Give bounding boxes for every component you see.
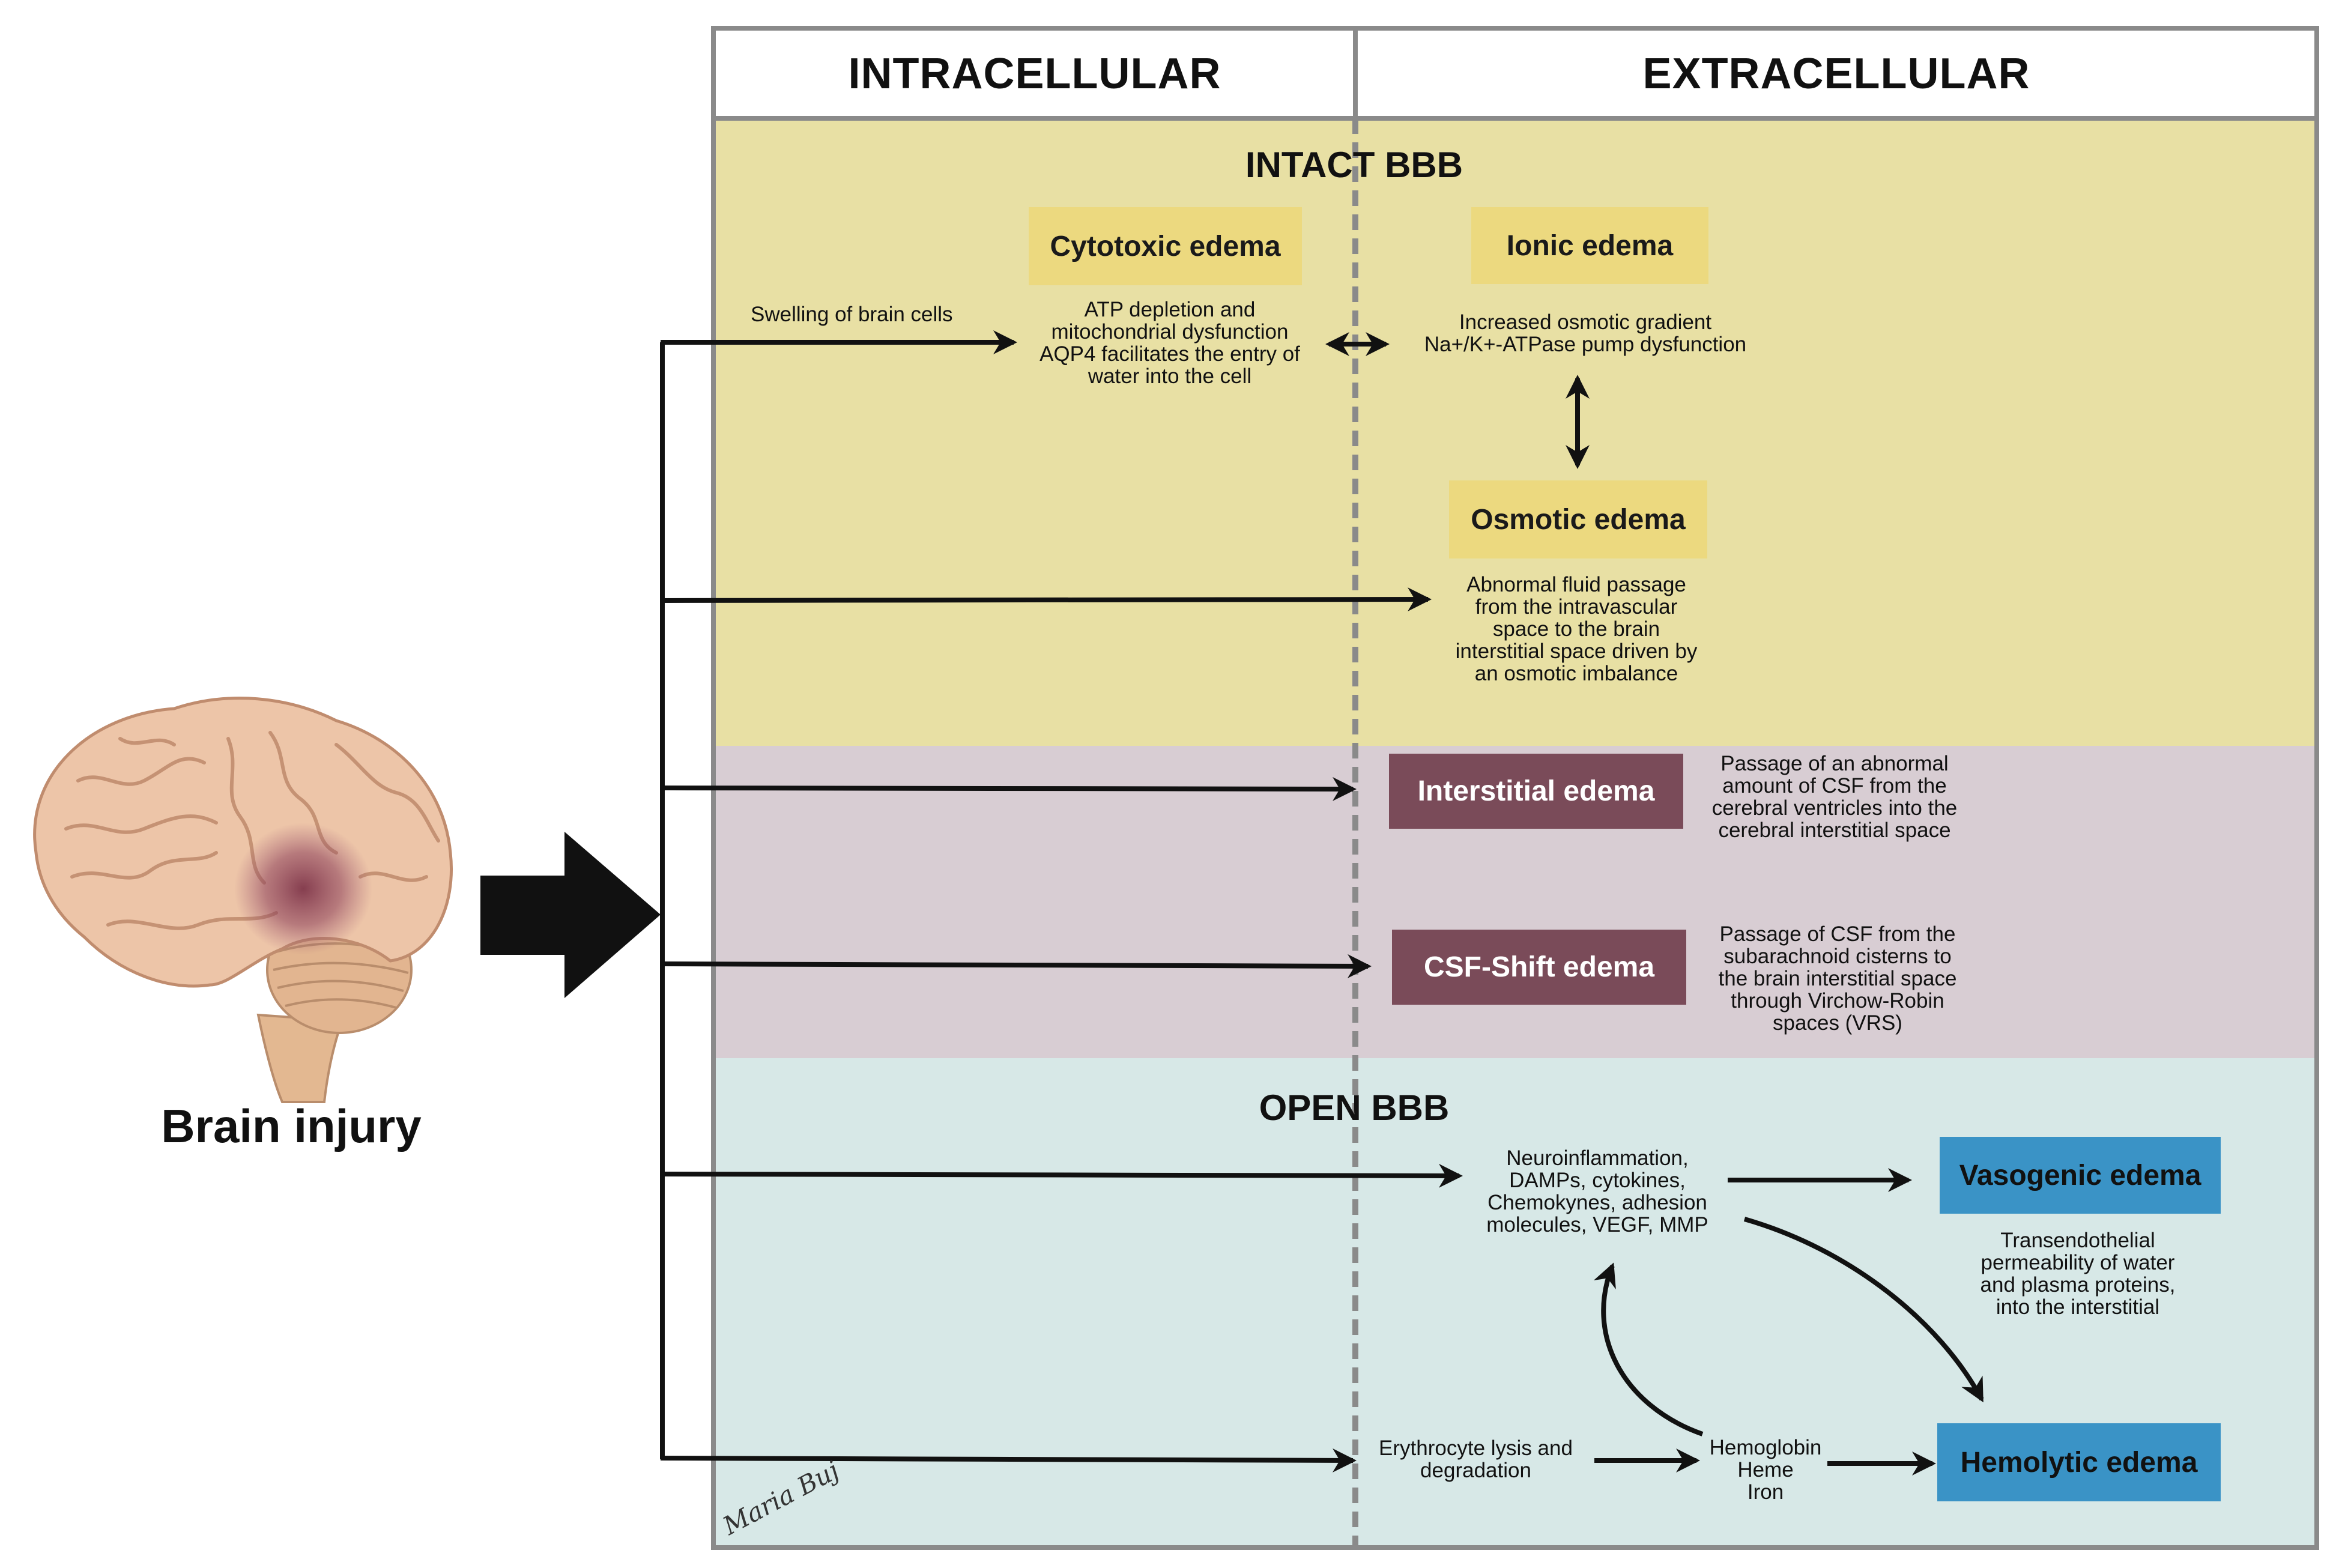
interstitial-line: cerebral interstitial space [1718, 819, 1951, 842]
osmotic-edema-box: Osmotic edema [1449, 480, 1707, 558]
csf-shift-edema-box: CSF-Shift edema [1392, 930, 1686, 1005]
hemoglobin-text: Hemoglobin Heme Iron [1696, 1436, 1835, 1503]
interstitial-line: Passage of an abnormal [1720, 752, 1949, 775]
interstitial-line: cerebral ventricles into the [1711, 796, 1958, 820]
cytotoxic-lead-text: Swelling of brain cells [751, 303, 953, 326]
hemoglobin-line: Hemoglobin [1709, 1436, 1822, 1459]
vasogenic-line: Transendothelial [2000, 1229, 2155, 1252]
hemoglobin-line: Iron [1747, 1480, 1784, 1504]
hemolytic-edema-box: Hemolytic edema [1937, 1423, 2221, 1501]
csf-shift-line: spaces (VRS) [1773, 1011, 1902, 1035]
cytotoxic-line: mitochondrial dysfunction [1051, 320, 1289, 344]
neuroinflammation-line: Chemokynes, adhesion [1487, 1191, 1707, 1214]
header-extracellular: EXTRACELLULAR [1642, 50, 2030, 98]
vasogenic-mechanism: Transendothelial permeability of water a… [1931, 1229, 2225, 1318]
vasogenic-line: and plasma proteins, [1980, 1273, 2176, 1297]
csf-shift-line: subarachnoid cisterns to [1723, 945, 1952, 968]
vasogenic-edema-box: Vasogenic edema [1940, 1137, 2221, 1214]
brain-injury-label: Brain injury [161, 1100, 422, 1152]
erythrocyte-line: degradation [1420, 1459, 1531, 1482]
vasogenic-line: into the interstitial [1996, 1295, 2160, 1319]
osmotic-line: an osmotic imbalance [1474, 662, 1678, 685]
ionic-edema-box: Ionic edema [1471, 207, 1708, 284]
osmotic-line: from the intravascular [1475, 595, 1678, 619]
arrow-to-erythrocyte [660, 1448, 1357, 1473]
cytotoxic-line: water into the cell [1088, 365, 1252, 388]
ionic-mechanism: Increased osmotic gradient Na+/K+-ATPase… [1393, 311, 1778, 356]
neuroinflammation-line: DAMPs, cytokines, [1509, 1169, 1686, 1192]
osmotic-line: interstitial space driven by [1455, 640, 1698, 663]
brain-illustration [33, 697, 453, 1103]
cytotoxic-edema-box: Cytotoxic edema [1029, 207, 1302, 285]
header-intracellular: INTRACELLULAR [848, 50, 1221, 98]
vasogenic-line: permeability of water [1980, 1251, 2175, 1274]
erythrocyte-text: Erythrocyte lysis and degradation [1357, 1437, 1594, 1482]
section-title-intact-bbb: INTACT BBB [1245, 145, 1463, 185]
arrow-to-interstitial [660, 776, 1357, 801]
neuroinflammation-text: Neuroinflammation, DAMPs, cytokines, Che… [1465, 1147, 1729, 1236]
neuroinflammation-line: molecules, VEGF, MMP [1486, 1213, 1708, 1237]
cytotoxic-mechanism: ATP depletion and mitochondrial dysfunct… [1014, 298, 1326, 387]
arrow-to-neuroinflammation [660, 1163, 1463, 1188]
osmotic-mechanism: Abnormal fluid passage from the intravas… [1426, 574, 1726, 685]
erythrocyte-line: Erythrocyte lysis and [1379, 1436, 1573, 1460]
csf-shift-line: the brain interstitial space [1718, 967, 1957, 990]
csf-shift-mechanism: Passage of CSF from the subarachnoid cis… [1690, 923, 1985, 1034]
interstitial-mechanism: Passage of an abnormal amount of CSF fro… [1687, 752, 1982, 841]
hemoglobin-line: Heme [1737, 1458, 1794, 1482]
arrow-to-hemolytic-curve [1743, 1217, 1984, 1403]
interstitial-line: amount of CSF from the [1722, 774, 1947, 798]
arrow-to-csf-shift [660, 954, 1372, 978]
big-arrow [480, 832, 661, 998]
cytotoxic-line: ATP depletion and [1084, 298, 1256, 321]
arrow-to-osmotic [660, 587, 1432, 612]
section-title-open-bbb: OPEN BBB [1259, 1088, 1450, 1128]
cytotoxic-line: AQP4 facilitates the entry of [1039, 342, 1300, 366]
csf-shift-line: through Virchow-Robin [1731, 989, 1944, 1013]
osmotic-line: space to the brain [1492, 617, 1660, 641]
ionic-line: Na+/K+-ATPase pump dysfunction [1424, 333, 1747, 356]
ionic-line: Increased osmotic gradient [1459, 310, 1712, 334]
interstitial-edema-box: Interstitial edema [1389, 754, 1683, 829]
neuroinflammation-line: Neuroinflammation, [1506, 1146, 1689, 1170]
csf-shift-line: Passage of CSF from the [1719, 922, 1956, 946]
arrow-hemoglobin-to-inflammation [1593, 1262, 1704, 1436]
osmotic-line: Abnormal fluid passage [1466, 573, 1686, 596]
